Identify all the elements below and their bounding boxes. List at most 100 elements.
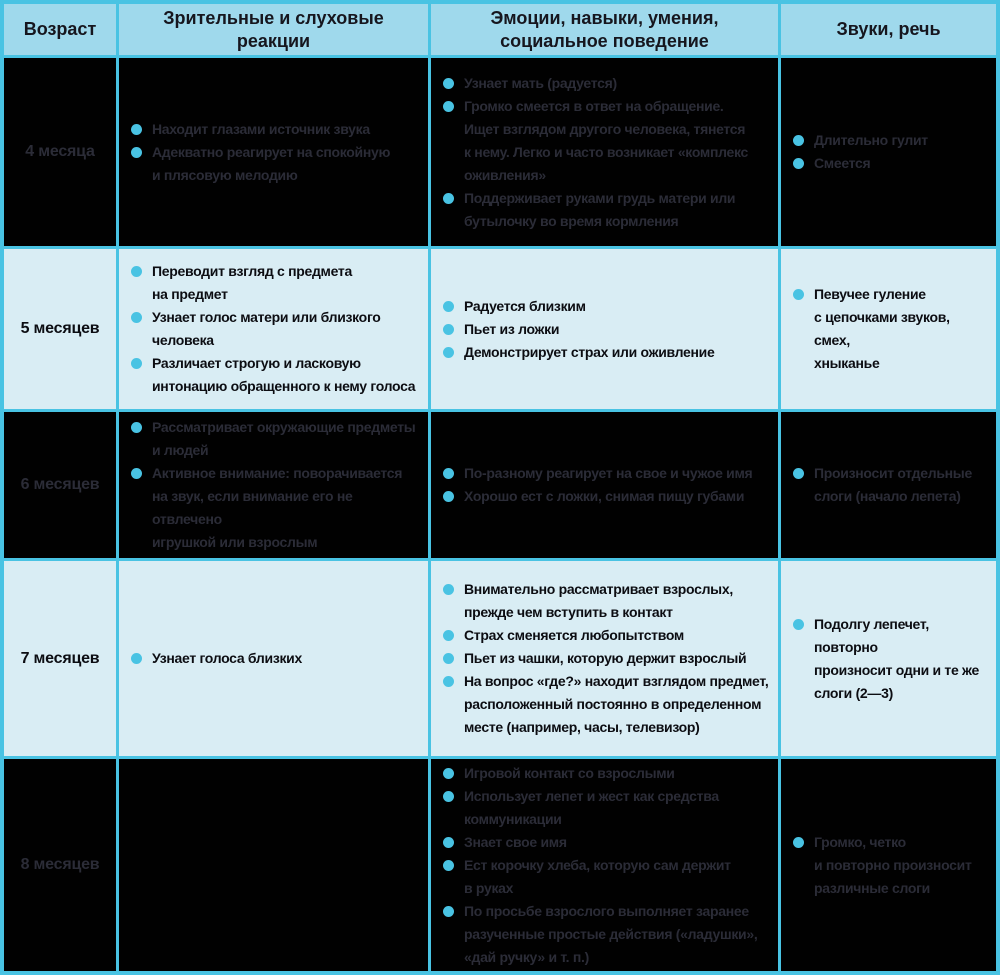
bullet-icon (131, 146, 142, 158)
bullet-icon (443, 300, 454, 312)
header-sounds-speech: Звуки, речь (781, 4, 996, 55)
header-visual-auditory: Зрительные и слуховые реакции (119, 4, 428, 55)
bullet-icon (443, 491, 454, 502)
header-emotions-skills: Эмоции, навыки, умения, социальное повед… (431, 4, 778, 55)
list-item: Длительно гулит (793, 129, 988, 152)
visual-cell-8m (119, 759, 428, 971)
list-item: По просьбе взрослого выполняет заранее р… (443, 900, 770, 969)
bullet-text: По просьбе взрослого выполняет заранее р… (464, 902, 758, 965)
list-item: Адекватно реагирует на спокойную и плясо… (131, 141, 420, 187)
visual-cell-7m: Узнает голоса близких (119, 561, 428, 756)
age-cell-8m: 8 месяцев (4, 759, 116, 971)
age-cell-6m: 6 месяцев (4, 412, 116, 558)
speech-cell-8m: Громко, четко и повторно произносит разл… (781, 759, 996, 971)
list-item: Радуется близким (443, 295, 770, 318)
social-cell-4m: Узнает мать (радуется) Громко смеется в … (431, 58, 778, 246)
bullet-icon (443, 77, 454, 89)
social-cell-7m: Внимательно рассматривает взрослых, преж… (431, 561, 778, 756)
bullet-text: Смеется (814, 155, 871, 171)
list-item: Пьет из чашки, которую держит взрослый (443, 647, 770, 670)
list-item: Рассматривает окружающие предметы и люде… (131, 416, 420, 462)
visual-cell-6m: Рассматривает окружающие предметы и люде… (119, 412, 428, 558)
bullet-icon (793, 158, 804, 169)
bullet-text: Громко смеется в ответ на обращение. Ище… (464, 97, 749, 183)
bullet-icon (443, 323, 454, 335)
bullet-icon (443, 905, 454, 917)
list-item: Использует лепет и жест как средства ком… (443, 785, 770, 831)
bullet-text: Подолгу лепечет, повторно произносит одн… (814, 615, 979, 701)
bullet-icon (443, 767, 454, 779)
header-age: Возраст (4, 4, 116, 55)
bullet-icon (443, 676, 454, 687)
list-item: По-разному реагирует на свое и чужое имя (443, 462, 770, 485)
bullet-icon (443, 653, 454, 664)
bullet-icon (443, 859, 454, 871)
bullet-text: Громко, четко и повторно произносит разл… (814, 833, 972, 896)
list-item: Громко, четко и повторно произносит разл… (793, 831, 988, 900)
age-cell-5m: 5 месяцев (4, 249, 116, 409)
bullet-text: Хорошо ест с ложки, снимая пищу губами (464, 488, 745, 504)
list-item: Демонстрирует страх или оживление (443, 341, 770, 364)
bullet-text: Поддерживает руками грудь матери или бут… (464, 189, 736, 229)
bullet-text: Ест корочку хлеба, которую сам держит в … (464, 856, 731, 896)
bullet-text: Длительно гулит (814, 132, 928, 148)
bullet-text: Внимательно рассматривает взрослых, преж… (464, 581, 733, 620)
bullet-text: Рассматривает окружающие предметы и люде… (152, 419, 416, 458)
list-item: Произносит отдельные слоги (начало лепет… (793, 462, 988, 508)
bullet-icon (443, 836, 454, 848)
bullet-text: На вопрос «где?» находит взглядом предме… (464, 673, 769, 735)
list-item: Активное внимание: поворачивается на зву… (131, 462, 420, 554)
list-item: Певучее гуление с цепочками звуков, смех… (793, 283, 988, 375)
list-item: Пьет из ложки (443, 318, 770, 341)
list-item: Различает строгую и ласковую интонацию о… (131, 352, 420, 398)
bullet-icon (443, 192, 454, 204)
bullet-icon (131, 422, 142, 433)
visual-cell-4m: Находит глазами источник звука Адекватно… (119, 58, 428, 246)
bullet-text: Страх сменяется любопытством (464, 627, 684, 643)
bullet-icon (131, 358, 142, 369)
bullet-text: Использует лепет и жест как средства ком… (464, 787, 719, 827)
bullet-icon (793, 468, 804, 479)
bullet-icon (793, 836, 804, 848)
bullet-text: Различает строгую и ласковую интонацию о… (152, 355, 416, 394)
bullet-text: Демонстрирует страх или оживление (464, 343, 715, 360)
bullet-icon (131, 266, 142, 277)
age-cell-7m: 7 месяцев (4, 561, 116, 756)
list-item: Страх сменяется любопытством (443, 624, 770, 647)
list-item: Внимательно рассматривает взрослых, преж… (443, 578, 770, 624)
bullet-text: Пьет из ложки (464, 320, 560, 337)
list-item: Подолгу лепечет, повторно произносит одн… (793, 613, 988, 705)
bullet-icon (443, 584, 454, 595)
speech-cell-5m: Певучее гуление с цепочками звуков, смех… (781, 249, 996, 409)
bullet-text: По-разному реагирует на свое и чужое имя (464, 465, 753, 481)
list-item: Узнает мать (радуется) (443, 72, 770, 95)
list-item: Хорошо ест с ложки, снимая пищу губами (443, 485, 770, 508)
bullet-text: Узнает голоса близких (152, 650, 302, 666)
visual-cell-5m: Переводит взгляд с предмета на предмет У… (119, 249, 428, 409)
speech-cell-4m: Длительно гулит Смеется (781, 58, 996, 246)
bullet-icon (443, 790, 454, 802)
bullet-icon (443, 468, 454, 479)
bullet-icon (793, 135, 804, 146)
bullet-icon (793, 289, 804, 300)
bullet-icon (131, 653, 142, 664)
bullet-text: Адекватно реагирует на спокойную и плясо… (152, 143, 391, 183)
bullet-icon (131, 123, 142, 135)
bullet-text: Игровой контакт со взрослыми (464, 764, 675, 781)
bullet-icon (443, 630, 454, 641)
social-cell-6m: По-разному реагирует на свое и чужое имя… (431, 412, 778, 558)
list-item: Переводит взгляд с предмета на предмет (131, 260, 420, 306)
social-cell-5m: Радуется близким Пьет из ложки Демонстри… (431, 249, 778, 409)
bullet-icon (131, 312, 142, 323)
bullet-text: Переводит взгляд с предмета на предмет (152, 263, 352, 302)
bullet-text: Радуется близким (464, 297, 586, 314)
list-item: Поддерживает руками грудь матери или бут… (443, 187, 770, 233)
social-cell-8m: Игровой контакт со взрослыми Использует … (431, 759, 778, 971)
bullet-text: Певучее гуление с цепочками звуков, смех… (814, 286, 950, 371)
bullet-text: Знает свое имя (464, 833, 567, 850)
list-item: Знает свое имя (443, 831, 770, 854)
list-item: Узнает голоса близких (131, 647, 420, 670)
list-item: Узнает голос матери или близкого человек… (131, 306, 420, 352)
bullet-icon (131, 468, 142, 479)
